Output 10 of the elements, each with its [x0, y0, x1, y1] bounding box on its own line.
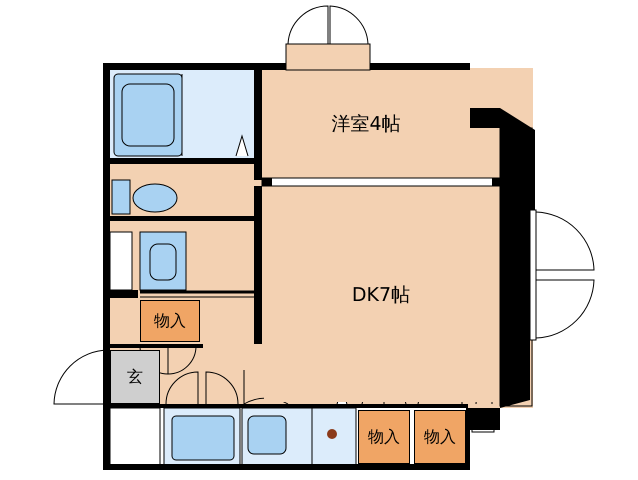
room-label: 物入: [424, 426, 456, 448]
room-label: 物入: [154, 310, 186, 332]
room-label: DK7帖: [352, 283, 410, 308]
room-label: 玄: [127, 366, 143, 388]
entrance-area: [110, 350, 160, 404]
closet: [358, 410, 410, 464]
closet: [140, 300, 200, 342]
closet: [414, 410, 466, 464]
room-label: 洋室4帖: [331, 112, 401, 137]
room-label: 物入: [368, 426, 400, 448]
